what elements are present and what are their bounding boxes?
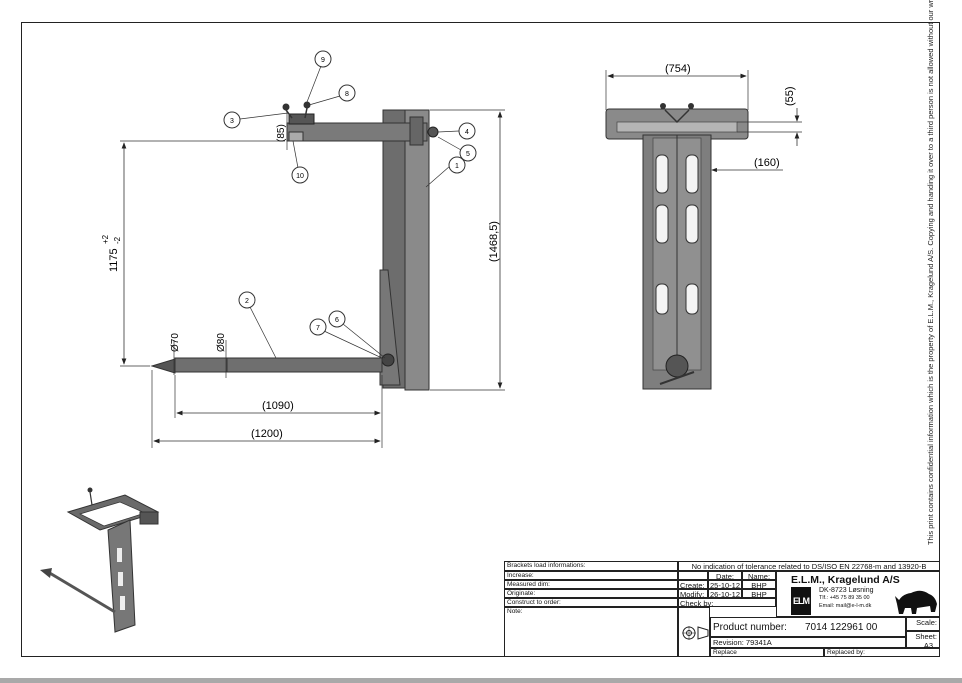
dim-spike-len: (1090)	[262, 400, 294, 412]
confidential-note: This print contains confidential informa…	[926, 0, 935, 545]
svg-text:10: 10	[296, 173, 304, 180]
dim-front-width: (754)	[665, 63, 691, 75]
balloon-5: 5	[437, 136, 477, 162]
svg-text:8: 8	[345, 91, 349, 98]
company-email: Email: mail@e-l-m.dk	[819, 603, 872, 609]
date-header: Date:	[708, 571, 742, 581]
product-number: 7014 122961 00	[805, 622, 878, 633]
svg-text:1: 1	[455, 163, 459, 170]
svg-text:2: 2	[245, 298, 249, 305]
measured-dim-label: Measured dim:	[504, 580, 678, 589]
projection-symbol-icon	[682, 626, 709, 640]
front-view: (754) (55) (160)	[605, 63, 802, 390]
dim-vertical-tol-minus: -2	[113, 236, 122, 244]
create-name: BHP	[742, 580, 776, 590]
sheet-value: A3	[923, 641, 933, 650]
balloon-2: 2	[238, 291, 277, 359]
dim-vertical-tol-plus: +2	[101, 234, 110, 244]
product-box: Product number: 7014 122961 00	[710, 617, 906, 637]
svg-text:5: 5	[466, 151, 470, 158]
dim-dia-tip: Ø70	[170, 333, 181, 352]
scale-label: Scale:	[906, 617, 940, 631]
name-header: Name:	[742, 571, 776, 581]
balloon-7: 7	[309, 318, 383, 359]
balloon-3: 3	[223, 111, 289, 129]
svg-text:6: 6	[335, 317, 339, 324]
company-box: E.L.M., Kragelund A/S ELM DK-8723 Løsnin…	[776, 571, 940, 617]
company-name: E.L.M., Kragelund A/S	[791, 574, 900, 586]
check-by: Check by:	[678, 598, 776, 608]
dim-dia-shaft: Ø80	[216, 333, 227, 352]
note-label: Note:	[504, 607, 678, 657]
modify-name: BHP	[742, 589, 776, 599]
dim-front-height: (55)	[784, 86, 796, 106]
dim-top-height: (85)	[276, 124, 287, 142]
svg-text:7: 7	[316, 325, 320, 332]
balloon-10: 10	[291, 140, 309, 184]
balloon-9: 9	[306, 50, 332, 103]
sheet-label: Sheet:	[915, 632, 937, 641]
replaced-by-label: Replaced by:	[824, 648, 940, 657]
tolerance-note: No indication of tolerance related to DS…	[678, 561, 940, 571]
increase-label: Increase:	[504, 571, 678, 580]
drawing-frame	[21, 22, 940, 657]
svg-text:3: 3	[230, 118, 234, 125]
construct-label: Construct to order:	[504, 598, 678, 607]
modify-label: Modify:	[678, 589, 708, 599]
balloon-1: 1	[425, 156, 466, 188]
replace-label: Replace	[710, 648, 824, 657]
svg-text:4: 4	[465, 129, 469, 136]
revision: Revision: 79341A	[710, 637, 906, 648]
rhino-logo-icon	[895, 590, 937, 614]
create-label: Create:	[678, 580, 708, 590]
dim-total-height: (1468,5)	[488, 221, 500, 262]
title-block: Brackets load informations: Increase: Me…	[504, 561, 940, 657]
company-tlf: Tlf.: +45 75 89 35 00	[819, 595, 870, 601]
projection-symbol-box	[678, 607, 710, 657]
elm-logo: ELM	[791, 587, 811, 615]
product-label: Product number:	[713, 622, 787, 633]
balloon-4: 4	[437, 122, 476, 140]
dim-vertical: 1175	[108, 248, 120, 272]
dim-front-offset: (160)	[754, 157, 780, 169]
balloon-8: 8	[308, 84, 356, 106]
dim-overall-len: (1200)	[251, 428, 283, 440]
svg-text:9: 9	[321, 57, 325, 64]
balloon-6: 6	[328, 310, 386, 359]
company-address: DK-8723 Løsning	[819, 587, 874, 594]
create-date: 25-10-12	[708, 580, 742, 590]
modify-date: 26-10-12	[708, 589, 742, 599]
iso-view	[40, 487, 160, 633]
originate-label: Originate:	[504, 589, 678, 598]
brackets-load: Brackets load informations:	[504, 561, 678, 571]
sheet-box: Sheet: A3	[906, 631, 940, 650]
side-view: 1175 +2 -2 (85) (1468,5) Ø70 Ø80 (1090) …	[101, 50, 505, 448]
window-bottom-bar	[0, 678, 962, 683]
